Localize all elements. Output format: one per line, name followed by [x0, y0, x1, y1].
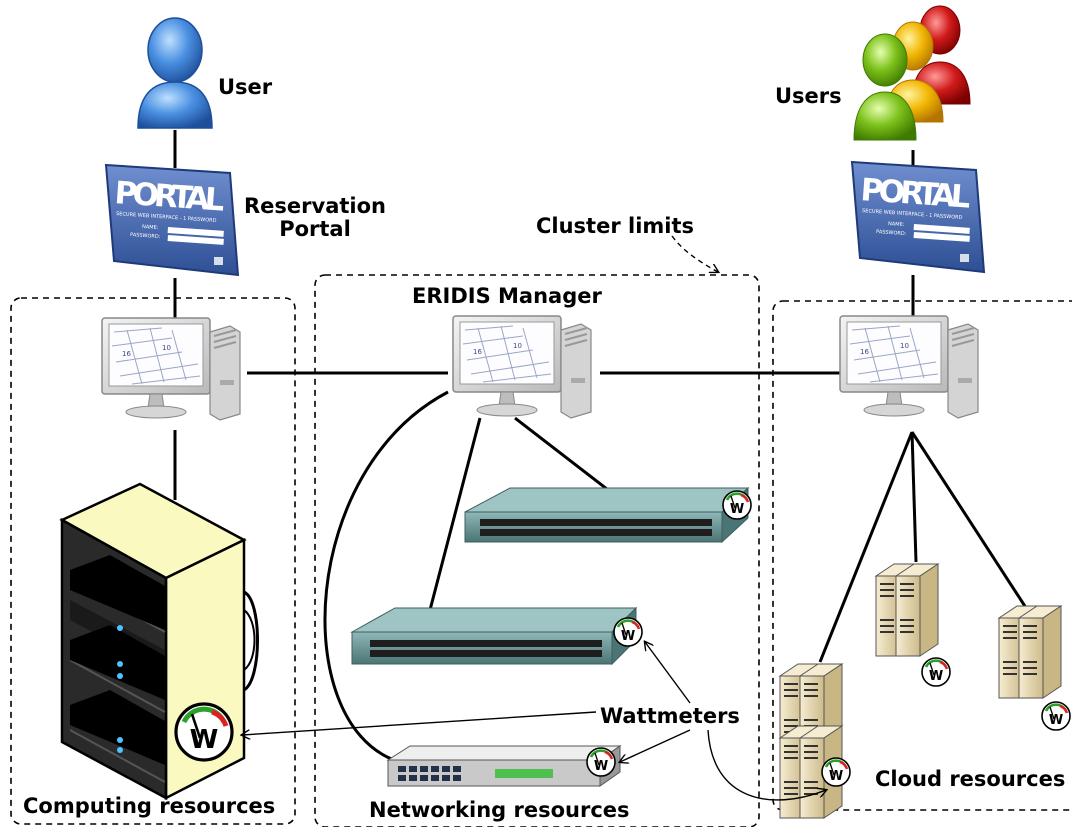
user-label: User [218, 75, 273, 99]
users-group-icon [853, 5, 971, 141]
user-icon [137, 17, 213, 129]
portal-name-field: NAME: [888, 221, 905, 228]
wattmeters-label: Wattmeters [600, 704, 740, 728]
cluster-limits-label: Cluster limits [536, 214, 695, 238]
networking-resources-label: Networking resources [369, 798, 630, 822]
portal-sign-icon: PORTAL SECURE WEB INTERFACE - 1 PASSWORD… [850, 160, 986, 274]
server-tower-icon [779, 663, 852, 819]
server-tower-icon [875, 563, 952, 688]
cloud-resources-label: Cloud resources [875, 767, 1066, 791]
eridis-manager-label: ERIDIS Manager [412, 284, 602, 308]
network-switch-icon [350, 606, 644, 666]
computer-icon [452, 315, 592, 419]
wattmeter-arrows [242, 235, 826, 801]
cloud-cluster-box [772, 300, 1072, 811]
network-switch-icon [464, 486, 753, 544]
users-label: Users [775, 84, 842, 108]
network-switch-icon [386, 745, 622, 787]
portal-password-field: PASSWORD: [130, 232, 161, 240]
portal-sign-icon: PORTAL SECURE WEB INTERFACE - 1 PASSWORD… [104, 163, 240, 277]
portal-title: PORTAL [113, 175, 225, 219]
computer-icon [101, 317, 241, 421]
connection-lines [173, 130, 1032, 762]
reservation-portal-label: Reservation Portal [244, 194, 386, 242]
server-tower-icon [998, 605, 1072, 732]
reservation-portal-line1: Reservation [244, 194, 386, 218]
computing-resources-label: Computing resources [23, 794, 276, 818]
computing-cluster-box [10, 297, 296, 825]
portal-name-field: NAME: [142, 224, 159, 231]
reservation-portal-line2: Portal [279, 217, 351, 242]
portal-password-field: PASSWORD: [876, 229, 907, 237]
server-rack-icon [59, 482, 259, 801]
portal-title: PORTAL [859, 172, 971, 216]
computer-icon [839, 315, 979, 419]
